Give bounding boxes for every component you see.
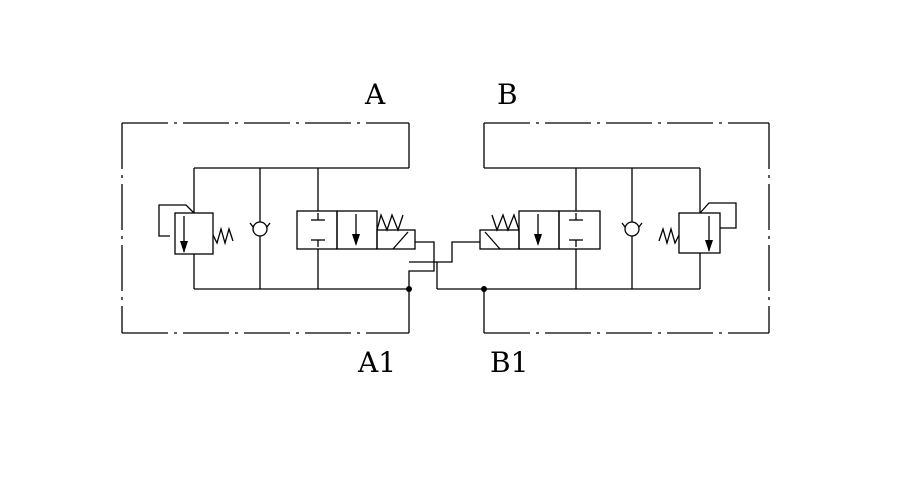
right-check-valve	[621, 168, 643, 289]
right-circuit	[436, 167, 737, 290]
port-lines	[408, 123, 485, 333]
junction-dot-a1	[406, 286, 412, 292]
port-label-b: B	[497, 78, 518, 111]
left-directional-valve	[296, 168, 435, 289]
left-check-valve	[249, 168, 271, 289]
left-circuit	[158, 167, 435, 290]
enclosure-boundary	[121, 122, 770, 334]
right-directional-valve	[436, 168, 601, 289]
port-label-b1: B1	[490, 346, 528, 379]
junction-dot-b1	[481, 286, 487, 292]
port-label-a1: A1	[357, 346, 396, 379]
left-relief-valve	[158, 168, 234, 289]
port-label-a: A	[364, 78, 386, 111]
right-relief-valve	[658, 168, 737, 289]
